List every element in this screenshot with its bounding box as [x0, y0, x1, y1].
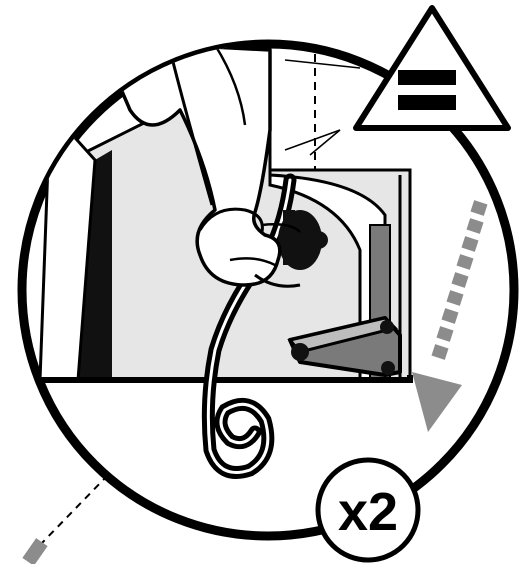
- leader-line: [22, 475, 108, 564]
- quantity-badge-label: x2: [338, 482, 398, 542]
- quantity-badge: x2: [318, 460, 418, 560]
